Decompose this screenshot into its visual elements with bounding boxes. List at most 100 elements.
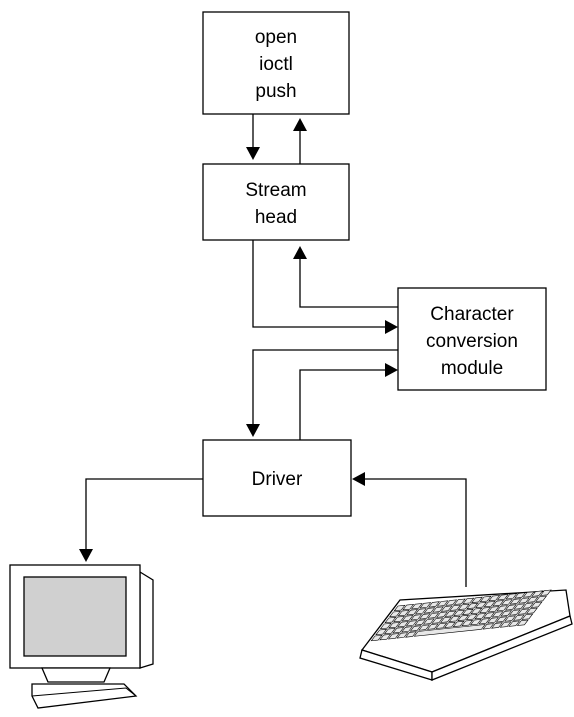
- keyboard-key: [414, 619, 427, 626]
- keyboard-key: [526, 596, 539, 603]
- keyboard-key: [418, 624, 431, 631]
- stream-head-to-module-arrow: [252, 240, 398, 334]
- keyboard-key: [474, 613, 487, 620]
- keyboard-key: [483, 601, 496, 608]
- keyboard-key: [526, 607, 538, 614]
- keyboard-key: [491, 611, 504, 618]
- keyboard-key: [483, 612, 495, 619]
- keyboard-key: [496, 594, 509, 601]
- keyboard-key: [521, 613, 534, 620]
- keyboard-to-driver-arrow: [352, 472, 467, 587]
- keyboard-key: [452, 620, 465, 628]
- keyboard-key: [453, 598, 466, 605]
- keyboard-key: [393, 604, 406, 612]
- char-module-line-2: conversion: [426, 331, 518, 352]
- keyboard-key: [410, 614, 423, 621]
- module-to-driver-arrow: [246, 349, 398, 437]
- keyboard-key: [414, 608, 427, 615]
- keyboard-key: [419, 602, 432, 609]
- keyboard-key: [409, 625, 422, 632]
- char-module-line-3: module: [441, 358, 503, 379]
- keyboard-key: [436, 600, 449, 607]
- keyboard-key: [514, 592, 526, 599]
- keyboard-key: [518, 597, 530, 604]
- keyboard-key: [516, 619, 529, 626]
- keyboard-key: [495, 616, 508, 623]
- stream-head-box: Stream head: [202, 163, 350, 241]
- keyboard-key: [379, 622, 392, 630]
- keyboard-key: [488, 595, 501, 602]
- keyboard-key: [449, 604, 462, 611]
- keyboard-key: [479, 607, 491, 614]
- keyboard-key: [418, 613, 431, 620]
- keyboard-key: [440, 605, 453, 612]
- keyboard-key: [504, 615, 517, 622]
- keyboard-key: [505, 593, 518, 600]
- driver-to-monitor-arrow: [79, 478, 203, 562]
- keyboard-key: [410, 603, 423, 610]
- keyboard-key: [482, 623, 495, 630]
- keyboard-key: [444, 610, 457, 617]
- keyboard-key: [393, 616, 405, 623]
- keyboard-key: [530, 601, 543, 608]
- stream-head-line-2: head: [255, 207, 297, 228]
- keyboard-key: [453, 609, 466, 616]
- keyboard-key: [426, 623, 439, 630]
- keyboard-key: [405, 631, 417, 638]
- driver-to-module-arrow: [299, 363, 398, 440]
- syscalls-line-2: ioctl: [259, 54, 293, 75]
- syscalls-box: open ioctl push: [202, 11, 350, 115]
- keyboard-key: [406, 609, 419, 616]
- keyboard-key: [436, 611, 448, 618]
- keyboard-key: [440, 616, 452, 623]
- keyboard-key: [444, 621, 456, 628]
- keyboard-key: [370, 634, 383, 642]
- keyboard-key: [375, 628, 388, 636]
- keyboard-key: [487, 606, 500, 613]
- keyboard-key: [427, 612, 440, 619]
- keyboard-key: [388, 622, 401, 629]
- keyboard-key: [522, 591, 535, 598]
- keyboard-key: [461, 608, 474, 616]
- keyboard-key: [491, 622, 503, 629]
- keyboard-key: [465, 613, 478, 621]
- keyboard-key: [475, 601, 487, 609]
- keyboard-key: [478, 618, 491, 625]
- keyboard-key: [508, 620, 521, 627]
- keyboard-key: [513, 603, 526, 610]
- keyboard-key: [466, 602, 479, 610]
- keyboard-key: [428, 601, 440, 608]
- keyboard-key: [500, 610, 513, 617]
- keyboard-key: [384, 616, 397, 624]
- keyboard-key: [522, 602, 534, 609]
- keyboard-key: [389, 610, 401, 618]
- keyboard-key: [499, 621, 512, 628]
- keyboard-key: [492, 600, 505, 607]
- syscalls-to-stream-head-arrow: [246, 114, 260, 160]
- syscalls-line-3: push: [255, 81, 296, 102]
- keyboard-key: [487, 617, 499, 624]
- keyboard-key: [431, 617, 444, 624]
- keyboard-key: [405, 620, 418, 627]
- keyboard-key: [462, 597, 475, 604]
- keyboard-key: [461, 619, 474, 627]
- keyboard-key: [509, 598, 522, 605]
- keyboard-key: [379, 634, 392, 641]
- keyboard-key: [383, 628, 396, 635]
- stream-head-line-1: Stream: [245, 180, 306, 201]
- keyboard-key: [457, 614, 470, 622]
- keyboard-space-bar: [413, 624, 486, 637]
- char-module-line-1: Character: [430, 304, 514, 325]
- keyboard-key: [496, 605, 509, 612]
- syscalls-line-1: open: [255, 27, 297, 48]
- char-module-box: Character conversion module: [397, 287, 547, 391]
- keyboard-key: [445, 599, 458, 606]
- keyboard-key: [470, 607, 483, 615]
- module-to-stream-head-arrow: [293, 246, 398, 308]
- keyboard-key: [401, 615, 414, 622]
- keyboard-key: [508, 609, 521, 616]
- keyboard-key: [500, 599, 513, 606]
- keyboard-key: [479, 595, 492, 603]
- keyboard-key: [517, 608, 530, 615]
